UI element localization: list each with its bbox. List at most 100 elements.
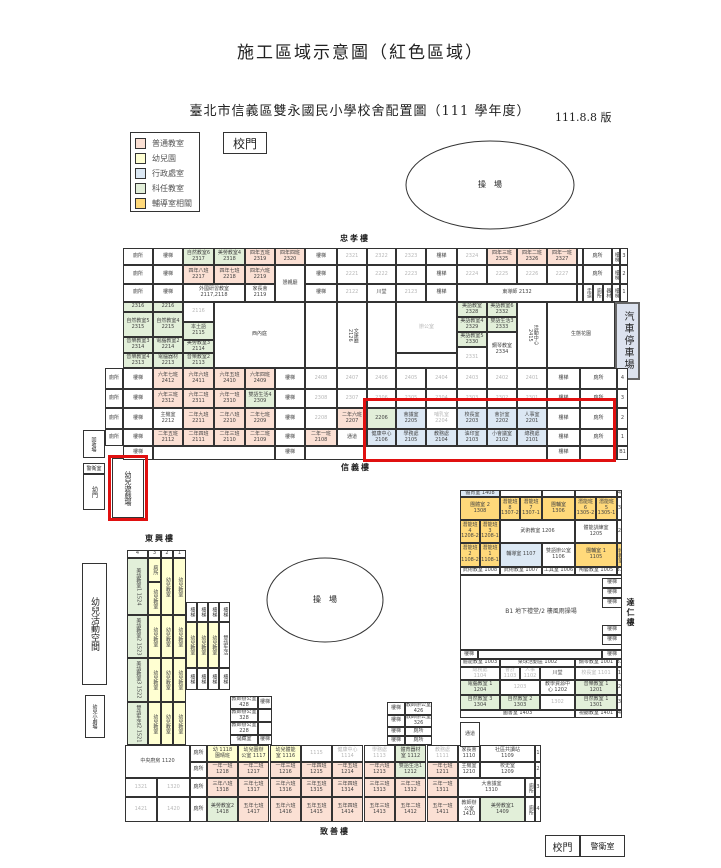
stairs-cell: 樓梯 [275, 408, 305, 429]
stairs-cell: 樓梯 [197, 668, 208, 690]
room-cell: 2227 [547, 265, 577, 284]
stairs-cell: 樓梯 [612, 284, 620, 302]
room-cell: 2224 [457, 265, 487, 284]
stairs-cell: 樓梯 [602, 650, 622, 659]
building-name-south: 致善樓 [320, 826, 350, 836]
parking-lot: 汽車停車場 [615, 302, 640, 380]
stairs-cell: 樓梯 [153, 284, 183, 302]
room-cell: 視聽教室 1401 [575, 710, 617, 718]
field-bottom-outline [266, 557, 384, 643]
room-cell: 四年一班 2327 [547, 248, 577, 265]
room-cell: 2406 [367, 368, 396, 389]
room-cell: 團體室 2 1308 [460, 497, 500, 520]
stairs-cell: 樓梯 [547, 408, 580, 429]
room-cell: 體能訓練室 1205 [575, 520, 617, 543]
room-cell: 三年六班 1316 [270, 778, 301, 797]
stairs-cell: 樓梯 [602, 578, 622, 588]
kindergarten-guard-room: 警衛室 [83, 463, 105, 474]
legend-swatch [135, 183, 146, 194]
room-cell: 1203 [500, 680, 540, 695]
floor-number: B1 [617, 567, 622, 575]
stairs-cell: 樓梯 [186, 602, 197, 622]
room-cell: 電腦教室 1 1204 [460, 680, 500, 695]
stairs-cell: 樓梯 [153, 265, 183, 284]
room-cell: 自然教室5 2315 [123, 312, 153, 337]
room-cell: 圖書室 1403 [460, 710, 575, 718]
room-cell: 潛能班 2 1108-2 [460, 543, 480, 567]
legend-label: 行政處室 [152, 169, 184, 178]
stairs-cell: 樓梯 [275, 429, 305, 446]
room-cell: 幼兒教室 [161, 558, 173, 615]
legend-swatch [135, 138, 146, 149]
kindergarten-theater: 幼兒小劇場 [85, 695, 105, 738]
floor-number: 1 [173, 550, 186, 558]
room-cell: 鋼琴教室 2334 [487, 332, 517, 368]
room-cell: 2308 [305, 389, 337, 408]
room-cell: 教師辦公室 426 [405, 702, 432, 715]
room-cell: 2302 [487, 389, 517, 408]
room-cell: 生態花園 [547, 302, 615, 368]
room-cell: 武術教室 1007 [500, 567, 542, 575]
legend-label: 幼兒園 [152, 154, 176, 163]
room-cell: 2403 [457, 368, 487, 389]
room-cell: 陶藝教室 1005 [575, 567, 617, 575]
floor-number: 3 [535, 778, 541, 797]
room-cell: 1421 [125, 797, 157, 822]
room-cell: 一年六班 1213 [364, 762, 395, 778]
room-cell: 2301 [517, 389, 547, 408]
stairs-cell: 樓梯 [547, 368, 580, 389]
room-cell: 雙語生活1 1212 [395, 762, 426, 778]
stairs-cell: 樓梯 [197, 602, 208, 622]
room-cell: 三年四班 1314 [332, 778, 363, 797]
stairs-cell: 樓梯 [387, 702, 405, 715]
room-cell: 教師辦 公室 1410 [458, 797, 480, 822]
room-cell: 廁所 [123, 265, 153, 284]
room-cell: 音樂教室 1 1201 [575, 680, 617, 695]
legend-item: 輔導室相關 [135, 196, 195, 211]
room-cell: 教師辦公室 328 [230, 709, 258, 722]
room-cell [542, 490, 575, 497]
stairs-cell: 樓梯 [305, 284, 337, 302]
room-cell: 2116 [183, 302, 214, 322]
room-cell: 桌球活動區 1002 [500, 659, 575, 667]
room-cell: 2404 [426, 368, 457, 389]
stairs-cell: 樓梯 [602, 625, 622, 635]
room-cell: 四年八班 2217 [183, 265, 214, 284]
room-cell: 電腦教室2 2214 [153, 337, 183, 353]
room-cell: 潛能班 8 1307-2 [500, 497, 520, 520]
kindergarten-gate: 幼門 [83, 474, 105, 510]
room-cell: 幼兒園辦 公室 1117 [238, 745, 269, 762]
room-cell: 2208 [305, 408, 337, 429]
room-cell: 幼兒體能 室 1116 [270, 745, 301, 762]
room-cell: 大會議室 1310 [458, 778, 525, 797]
room-cell: 幼 1118 園晴班 [207, 745, 238, 762]
stairs-cell: 樓梯 [426, 248, 457, 265]
room-cell: 通道 [337, 429, 367, 446]
room-cell: 二年六班 2207 [337, 408, 367, 429]
floor-number: 1 [535, 745, 541, 762]
room-cell: 教學資源中 心 1202 [540, 680, 575, 695]
room-cell: 雙語生活 [219, 622, 230, 668]
room-cell: 2321 [337, 248, 367, 265]
room-cell: 三年五班 1315 [301, 778, 332, 797]
recycle-area: 回收場 [83, 430, 105, 458]
room-cell: 輔導室 1107 [500, 543, 542, 567]
room-cell: 1420 [157, 797, 190, 822]
room-cell: 廁所 [405, 727, 432, 736]
room-cell: 教師辦公室 228 [230, 722, 258, 735]
room-cell: 美語教室5 2330 [457, 332, 487, 347]
room-cell: 音樂教室4 2313 [123, 353, 153, 368]
room-cell: 體育器材 室 1112 [395, 745, 426, 762]
room-cell: 美勞教室2 1418 [207, 797, 238, 822]
room-cell: 美勞教室4 2318 [214, 248, 245, 265]
room-cell: 四年四班 2320 [275, 248, 305, 265]
floor-number: 4 [617, 710, 622, 718]
room-cell: 2216 [153, 302, 183, 312]
room-cell: 川堂 [367, 284, 396, 302]
legend-item: 幼兒園 [135, 151, 195, 166]
room-cell: 體能教室 1003 [460, 659, 500, 667]
floor-number: 3 [617, 695, 622, 710]
room-cell: 幼兒教室 [148, 658, 161, 702]
stairs-cell: 樓梯 [208, 602, 219, 622]
